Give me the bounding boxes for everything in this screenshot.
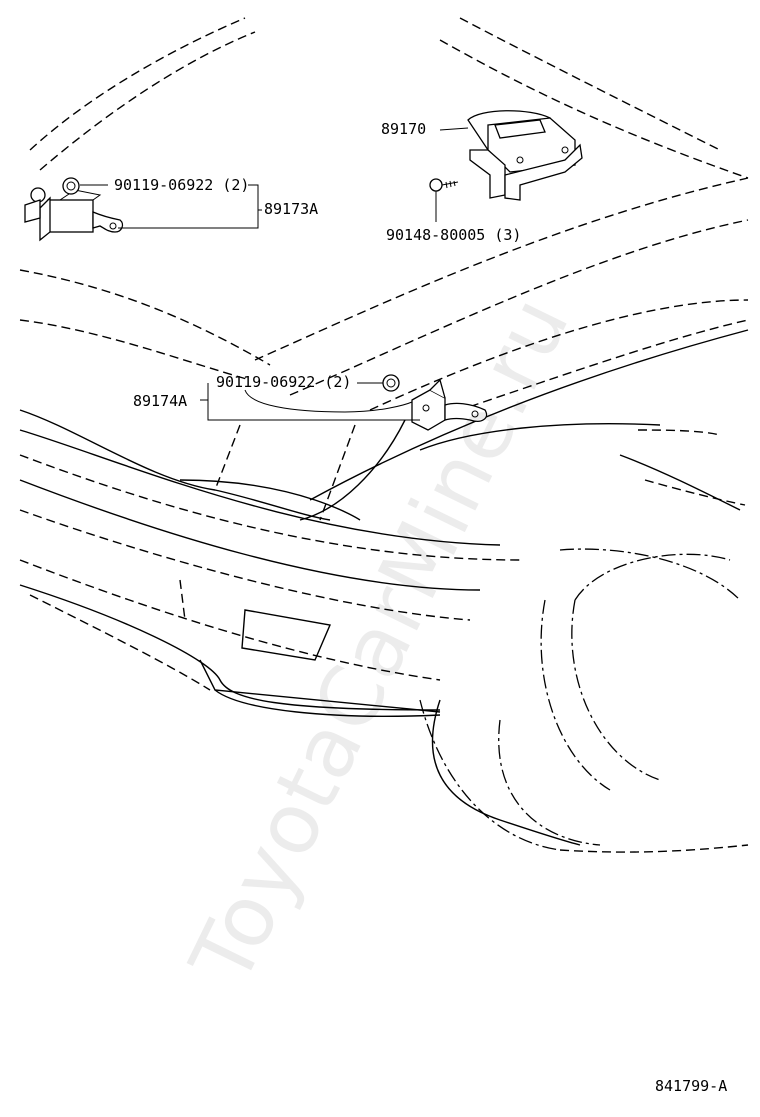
diagram-code: 841799-A <box>655 1077 728 1095</box>
screw-part <box>429 178 459 192</box>
nut-lh-part <box>382 374 400 392</box>
front-sensor-rh-part <box>24 187 124 242</box>
airbag-sensor-assembly-part <box>467 110 583 201</box>
front-sensor-rh-label: 89173A <box>264 200 319 218</box>
nut-rh-label: 90119-06922 (2) <box>114 176 250 194</box>
nut-lh-label: 90119-06922 (2) <box>216 373 352 391</box>
airbag-sensor-assembly-label: 89170 <box>381 120 427 138</box>
front-sensor-lh-part <box>411 378 488 431</box>
screw-label: 90148-80005 (3) <box>386 226 522 244</box>
front-sensor-lh-label: 89174A <box>133 392 188 410</box>
nut-rh-part <box>62 177 80 195</box>
